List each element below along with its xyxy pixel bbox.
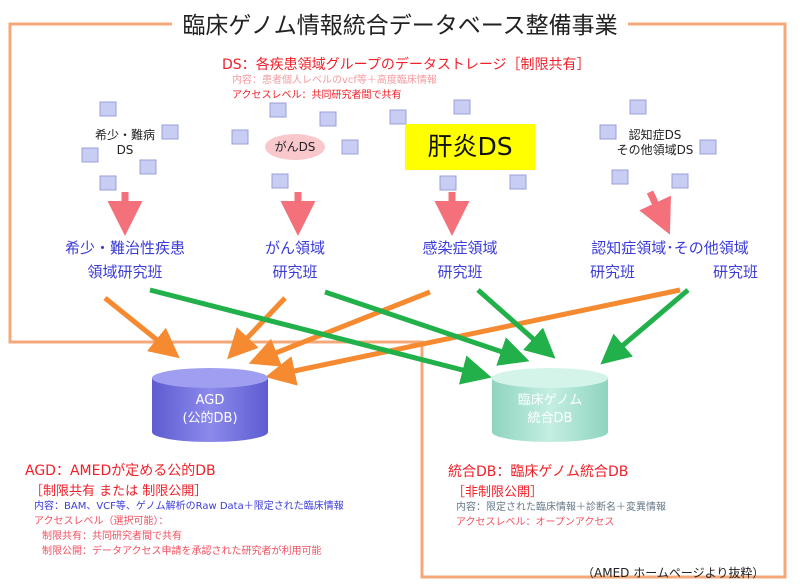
ds-dementia-other: 認知症DS その他領域DS — [600, 128, 710, 158]
title-text: 臨床ゲノム情報統合データベース整備事業 — [172, 13, 628, 39]
group-infection: 感染症領域 研究班 — [400, 236, 520, 284]
upper-frame — [8, 22, 787, 579]
ds-header-content: 内容：患者個人レベルのvcf等＋高度臨床情報 — [232, 75, 437, 86]
group-cancer: がん領域 研究班 — [240, 236, 350, 284]
integrated-db-content: 内容：限定された臨床情報＋診断名＋変異情報 — [456, 502, 666, 513]
agd-option-restricted-share: 制限共有：共同研究者間で共有 — [42, 531, 182, 542]
ds-label: その他領域DS — [616, 143, 694, 157]
cube-clusters — [81, 99, 717, 191]
integrated-db-cylinder-label: 臨床ゲノム 統合DB — [490, 392, 610, 428]
page-title: 臨床ゲノム情報統合データベース整備事業 — [0, 6, 800, 40]
ds-rare-disease: 希少・難病 DS — [80, 128, 170, 158]
group-label: 感染症領域 — [422, 239, 498, 257]
ds-cancer: がんDS — [274, 140, 316, 154]
ds-label: 認知症DS — [628, 128, 682, 142]
group-label: 認知症領域･その他領域 — [591, 239, 749, 257]
ds-hepatitis: 肝炎DS — [405, 124, 535, 170]
integrated-db-status: ［非制限公開］ — [452, 485, 544, 500]
integrated-db-title: 統合DB：臨床ゲノム統合DB — [448, 464, 629, 480]
group-label: 領域研究班 — [87, 263, 163, 281]
agd-cylinder-label: AGD (公的DB) — [150, 392, 270, 428]
group-label: 研究班 — [437, 263, 483, 281]
group-label: 希少・難治性疾患 — [64, 239, 185, 257]
group-dementia-other: 認知症領域･その他領域 研究班 研究班 — [570, 236, 770, 284]
agd-status: ［制限共有 または 制限公開］ — [30, 484, 208, 499]
group-rare-disease: 希少・難治性疾患 領域研究班 — [40, 236, 210, 284]
cyl-text: AGD — [195, 393, 225, 408]
ds-label: DS — [116, 143, 134, 157]
agd-content: 内容：BAM、VCF等、ゲノム解析のRaw Data＋限定された臨床情報 — [34, 501, 344, 512]
cyl-text: 臨床ゲノム — [517, 393, 583, 408]
agd-cylinder — [152, 368, 268, 442]
agd-title: AGD：AMEDが定める公的DB — [25, 463, 216, 479]
orange-arrows — [103, 287, 681, 386]
pink-arrows — [107, 190, 671, 236]
green-arrows — [149, 287, 690, 385]
group-label: 研究班 — [272, 263, 318, 281]
group-label: 研究班 — [712, 263, 758, 281]
integrated-db-cylinder — [492, 368, 608, 442]
cyl-text: 統合DB — [527, 411, 573, 426]
group-label: 研究班 — [590, 263, 636, 281]
ds-label: 希少・難病 — [94, 128, 155, 142]
source-note: （AMED ホームページより抜粋） — [582, 566, 765, 580]
cyl-text: (公的DB) — [182, 411, 238, 426]
ds-header-title: DS：各疾患領域グループのデータストレージ［制限共有］ — [222, 57, 591, 73]
agd-access: アクセスレベル（選択可能）： — [34, 516, 169, 527]
integrated-db-access: アクセスレベル：オープンアクセス — [456, 517, 615, 528]
ds-header-access: アクセスレベル：共同研究者間で共有 — [232, 90, 402, 101]
group-label: がん領域 — [264, 239, 325, 257]
agd-option-restricted-public: 制限公開：データアクセス申請を承認された研究者が利用可能 — [42, 546, 322, 557]
